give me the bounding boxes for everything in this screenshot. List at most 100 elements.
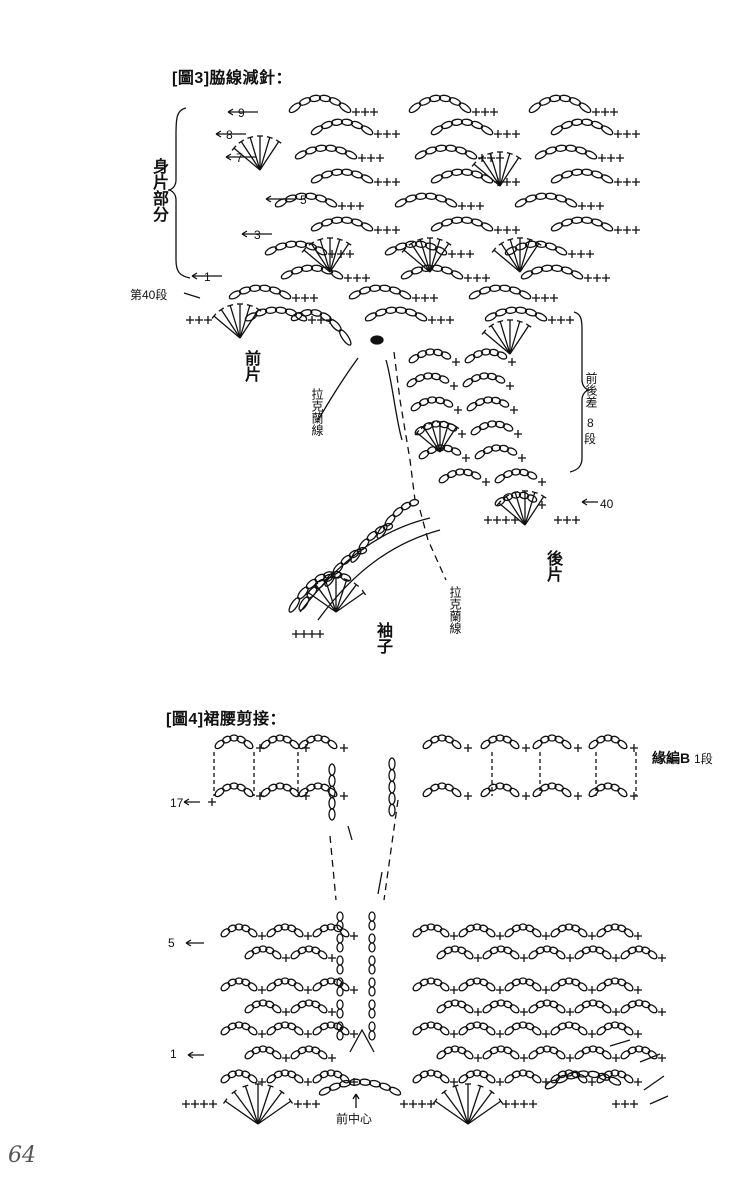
chain-stitch-symbol <box>358 286 372 295</box>
double-crochet-top <box>242 1084 249 1088</box>
double-crochet-top <box>436 237 443 241</box>
chain-stitch-symbol <box>568 97 582 106</box>
double-crochet-top <box>317 237 324 241</box>
chain-stitch-symbol <box>378 1082 392 1091</box>
chain-stitch-symbol <box>433 1022 443 1031</box>
double-crochet-top <box>231 145 237 151</box>
chain-stitch-symbol <box>555 950 566 960</box>
single-crochet-symbol <box>421 294 429 302</box>
chain-stitch-symbol <box>528 1050 539 1060</box>
double-crochet-top <box>487 151 494 155</box>
double-crochet-symbol <box>439 423 450 453</box>
chain-stitch-symbol <box>430 372 442 381</box>
chain-stitch-symbol <box>554 246 568 256</box>
single-crochet-symbol <box>529 1100 537 1108</box>
chain-stitch-symbol <box>408 353 420 364</box>
single-crochet-symbol <box>506 382 514 390</box>
chain-stitch-symbol <box>490 444 502 452</box>
single-crochet-symbol <box>572 516 580 524</box>
single-crochet-symbol <box>301 294 309 302</box>
chain-stitch-symbol <box>596 1074 607 1084</box>
chain-stitch-symbol <box>511 924 521 933</box>
chain-stitch-symbol <box>458 1074 469 1084</box>
single-crochet-symbol <box>209 1100 217 1108</box>
chain-stitch-symbol <box>404 240 418 248</box>
chain-stitch-symbol <box>564 923 574 931</box>
single-crochet-symbol <box>337 250 345 258</box>
chain-stitch-symbol <box>557 924 567 933</box>
chain-stitch-symbol <box>610 783 621 792</box>
chain-stitch-symbol <box>297 946 307 955</box>
chain-stitch-symbol <box>480 222 494 232</box>
chain-stitch-symbol <box>595 1000 605 1009</box>
figure3-title: [圖3]脇線減針： <box>172 70 293 87</box>
chain-stitch-symbol <box>287 1070 297 1079</box>
chain-stitch-symbol <box>438 473 450 484</box>
single-crochet-symbol <box>522 792 530 800</box>
chain-stitch-symbol <box>419 978 429 987</box>
chain-stitch-symbol <box>601 1050 612 1060</box>
chain-stitch-symbol <box>439 982 450 992</box>
single-crochet-symbol <box>282 954 290 962</box>
single-crochet-symbol <box>282 1054 290 1062</box>
single-crochet-symbol <box>328 250 336 258</box>
double-crochet-symbol <box>519 239 531 273</box>
chain-stitch-symbol <box>596 982 607 992</box>
single-crochet-symbol <box>658 954 666 962</box>
chain-stitch-symbol <box>508 286 522 295</box>
chain-stitch-symbol <box>340 216 354 224</box>
chain-stitch-symbol <box>310 174 324 184</box>
chain-stitch-symbol <box>326 1021 336 1029</box>
double-crochet-top <box>496 500 502 506</box>
diff-label-unit: 段 <box>584 432 597 446</box>
chain-stitch-symbol <box>330 270 344 280</box>
chain-stitch-symbol <box>495 782 505 790</box>
chain-stitch-symbol <box>465 1070 475 1079</box>
chain-stitch-symbol <box>627 1046 637 1055</box>
chain-stitch-symbol <box>482 950 493 960</box>
chain-stitch-symbol <box>311 1000 321 1009</box>
single-crochet-symbol <box>200 1100 208 1108</box>
chain-stitch-symbol <box>588 1045 598 1053</box>
chain-stitch-symbol <box>588 739 599 750</box>
chain-stitch-symbol <box>368 920 376 931</box>
double-crochet-symbol <box>514 492 526 526</box>
chain-stitch-symbol <box>570 118 584 127</box>
chain-stitch-symbol <box>503 946 513 955</box>
chain-stitch-symbol <box>408 102 422 114</box>
chain-stitch-symbol <box>577 982 588 992</box>
chain-stitch-symbol <box>312 1074 323 1084</box>
chain-stitch-symbol <box>274 306 288 314</box>
chain-stitch-symbol <box>647 1004 658 1014</box>
chain-stitch-symbol <box>549 946 559 955</box>
single-crochet-symbol <box>568 250 576 258</box>
chain-stitch-symbol <box>590 120 604 130</box>
double-crochet-symbol <box>467 1100 502 1125</box>
single-crochet-symbol <box>481 108 489 116</box>
double-crochet-top <box>238 139 245 144</box>
chain-stitch-symbol <box>463 950 474 960</box>
chain-stitch-symbol <box>498 399 510 408</box>
chain-stitch-symbol <box>486 372 498 381</box>
double-crochet-top <box>512 490 519 494</box>
chain-stitch-symbol <box>446 470 458 479</box>
chain-stitch-symbol <box>288 102 302 114</box>
chain-stitch-symbol <box>360 125 374 136</box>
double-crochet-symbol <box>505 496 526 526</box>
chain-stitch-symbol <box>581 946 591 955</box>
chain-stitch-symbol <box>313 782 323 790</box>
chain-stitch-symbol <box>319 1070 329 1079</box>
chain-stitch-symbol <box>540 264 554 272</box>
chain-stitch-symbol <box>468 290 482 300</box>
chain-stitch-symbol <box>284 240 298 248</box>
chain-stitch-symbol <box>308 94 322 103</box>
chain-stitch-symbol <box>564 977 574 985</box>
chain-stitch-symbol <box>333 1070 343 1079</box>
single-crochet-symbol <box>464 274 472 282</box>
chain-stitch-symbol <box>368 1021 376 1032</box>
chain-stitch-symbol <box>480 787 491 798</box>
double-crochet-top <box>420 424 427 430</box>
chain-stitch-symbol <box>318 1086 332 1096</box>
chain-stitch-symbol <box>480 739 491 750</box>
double-crochet-top <box>441 1089 447 1095</box>
